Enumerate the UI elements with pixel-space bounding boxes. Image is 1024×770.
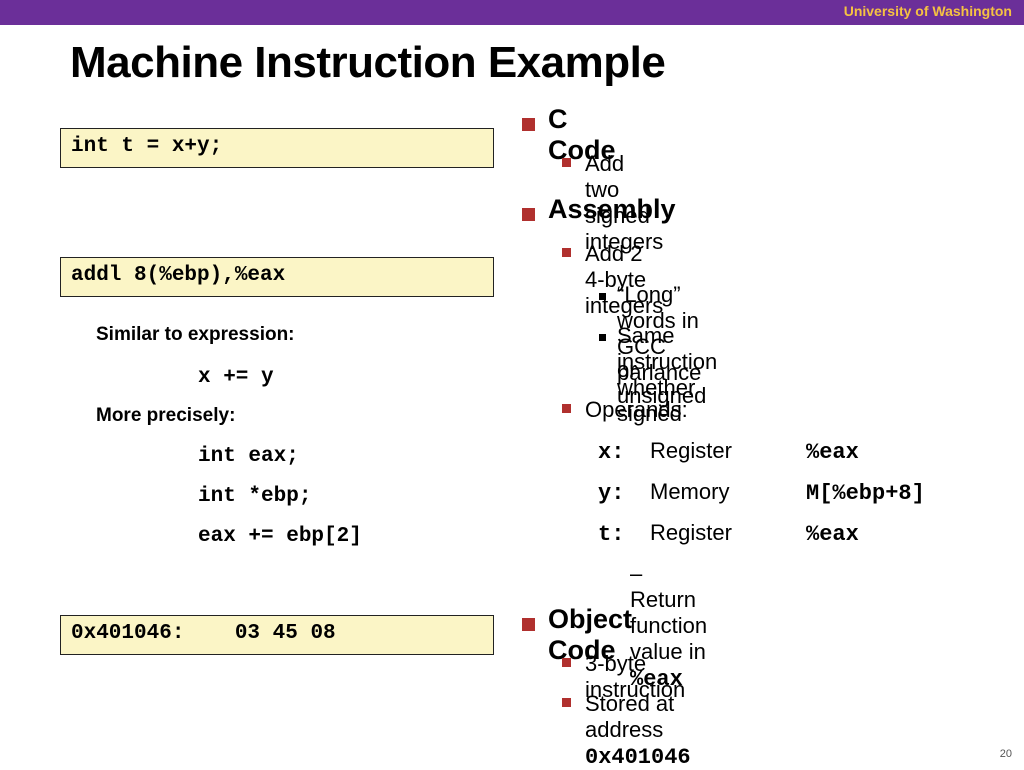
square-bullet-icon xyxy=(562,404,571,413)
c-code-item: Add two signed integers xyxy=(585,151,664,254)
page-number: 20 xyxy=(999,748,1012,760)
slide-title: Machine Instruction Example xyxy=(70,38,666,87)
assembly-subitem-cont: or unsigned xyxy=(617,357,707,408)
operand-value: M[%ebp+8] xyxy=(806,481,925,506)
university-name: University of Washington xyxy=(843,3,1012,19)
precisely-code-line: int eax; xyxy=(198,445,299,468)
square-bullet-icon xyxy=(522,208,535,221)
assembly-item: Add 2 4-byte integers xyxy=(585,241,664,318)
operand-var: t: xyxy=(598,522,625,547)
return-register: %eax xyxy=(630,667,683,692)
c-code-box: int t = x+y; xyxy=(60,128,494,168)
square-bullet-icon xyxy=(562,658,571,667)
object-code-item: Stored at address 0x401046 xyxy=(585,691,691,770)
return-value-prefix: – Return function value in xyxy=(630,561,708,664)
precisely-code-line: int *ebp; xyxy=(198,485,312,508)
return-value-note: – Return function value in %eax xyxy=(630,561,707,692)
operand-var: y: xyxy=(598,481,625,506)
operands-label: Operands: xyxy=(585,397,688,422)
precisely-code-line: eax += ebp[2] xyxy=(198,525,362,548)
square-bullet-icon xyxy=(562,248,571,257)
heading-assembly: Assembly xyxy=(548,194,676,224)
object-code-item: 3-byte instruction xyxy=(585,651,686,702)
operand-kind: Memory xyxy=(650,479,730,504)
assembly-subitem: Same instruction whether signed xyxy=(617,323,718,426)
assembly-subitem: “Long” words in GCC parlance xyxy=(617,282,702,385)
operand-value: %eax xyxy=(806,522,859,547)
stored-address: 0x401046 xyxy=(585,745,691,770)
operand-var: x: xyxy=(598,440,625,465)
square-bullet-icon xyxy=(522,118,535,131)
heading-c-code: C Code xyxy=(548,104,616,165)
precisely-label: More precisely: xyxy=(96,405,236,426)
stored-address-prefix: Stored at address xyxy=(585,691,675,742)
operand-kind: Register xyxy=(650,520,732,545)
small-bullet-icon xyxy=(599,293,606,300)
similar-label: Similar to expression: xyxy=(96,324,295,345)
square-bullet-icon xyxy=(522,618,535,631)
square-bullet-icon xyxy=(562,698,571,707)
operand-kind: Register xyxy=(650,438,732,463)
assembly-code-box: addl 8(%ebp),%eax xyxy=(60,257,494,297)
header-bar: University of Washington xyxy=(0,0,1024,25)
small-bullet-icon xyxy=(599,334,606,341)
operand-value: %eax xyxy=(806,440,859,465)
similar-expression: x += y xyxy=(198,366,274,389)
object-code-box: 0x401046: 03 45 08 xyxy=(60,615,494,655)
square-bullet-icon xyxy=(562,158,571,167)
heading-object-code: Object Code xyxy=(548,604,633,665)
